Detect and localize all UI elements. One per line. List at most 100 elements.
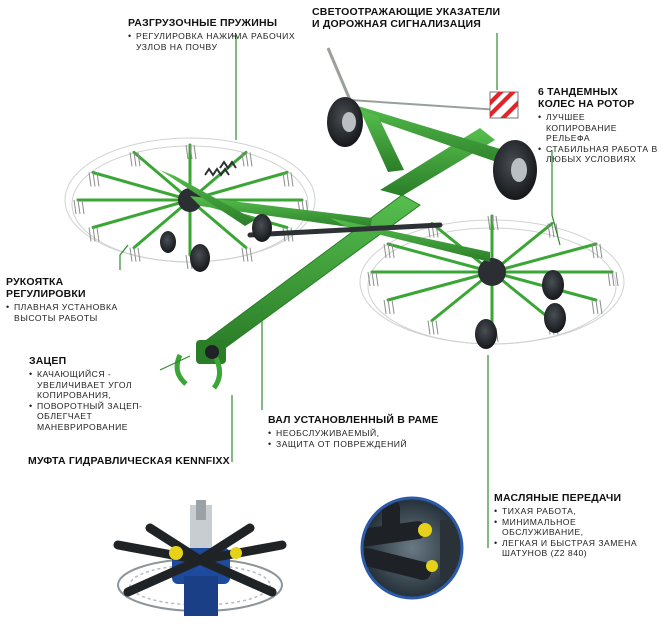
rotor-tandem-wheels [160, 214, 566, 349]
rotor-tine [249, 247, 253, 262]
rotor-tine [245, 152, 249, 167]
rotor-tine [547, 223, 551, 238]
rotor-arm [188, 198, 248, 250]
unloading-springs [204, 160, 237, 177]
callout-hitch-bullet: КАЧАЮЩИЙСЯ - УВЕЛИЧИВАЕТ УГОЛ КОПИРОВАНИ… [29, 369, 161, 401]
rotor-tine [595, 243, 599, 259]
leader-lines [119, 33, 561, 548]
rotor-tine [367, 271, 371, 287]
rotor-tine [241, 152, 245, 167]
callout-gears-title: МАСЛЯНЫЕ ПЕРЕДАЧИ [494, 492, 622, 504]
rotor-tine [81, 199, 85, 215]
callout-coupling-title: МУФТА ГИДРАВЛИЧЕСКАЯ KENNFIXX [28, 455, 230, 467]
rotor-tine [77, 199, 81, 215]
callout-springs-bullet: РЕГУЛИРОВКА НАЖИМА РАБОЧИХ УЗЛОВ НА ПОЧВ… [128, 31, 298, 52]
right-rotor-hub [478, 258, 506, 286]
leader-wheels [551, 150, 561, 246]
rotor-tine [611, 271, 615, 287]
rotor-tine [383, 299, 387, 315]
inset-tine-arm [195, 523, 255, 565]
rotor-tine [383, 243, 387, 259]
callout-shaft: ВАЛ УСТАНОВЛЕННЫЙ В РАМЕ НЕОБСЛУЖИВАЕМЫЙ… [268, 414, 468, 449]
callout-wheels: 6 ТАНДЕМНЫХ КОЛЕС НА РОТОР ЛУЧШЕЕ КОПИРО… [538, 86, 658, 165]
inset-tine-arm [195, 555, 277, 597]
rotor-tine [599, 299, 603, 315]
rotor-tine [92, 227, 96, 242]
callout-springs: РАЗГРУЗОЧНЫЕ ПРУЖИНЫ РЕГУЛИРОВКА НАЖИМА … [128, 17, 298, 52]
rotor-tine [88, 172, 92, 187]
rotor-tine [607, 271, 611, 287]
rotor-tine [133, 152, 137, 167]
rotor-tine [551, 223, 555, 238]
reflective-warning-sign [489, 91, 519, 119]
callout-hitch-title: ЗАЦЕП [29, 355, 67, 367]
rotor-tine [245, 247, 249, 262]
rotor-tine [487, 215, 491, 231]
callout-lights: СВЕТООТРАЖАЮЩИЕ УКАЗАТЕЛИ И ДОРОЖНАЯ СИГ… [312, 6, 502, 30]
callout-wheels-bullet: ЛУЧШЕЕ КОПИРОВАНИЕ РЕЛЬЕФА [538, 112, 658, 144]
rotor-tine [249, 152, 253, 167]
rotor-tine [599, 243, 603, 259]
callout-gears-bullet: ТИХАЯ РАБОТА, [494, 506, 660, 517]
rotor-tine [88, 227, 92, 242]
callout-handle-title: РУКОЯТКА РЕГУЛИРОВКИ [6, 276, 86, 300]
callout-hitch-bullet: ПОВОРОТНЫЙ ЗАЦЕП- ОБЛЕГЧАЕТ МАНЕВРИРОВАН… [29, 401, 161, 433]
rotor-tine [391, 243, 395, 259]
transport-wheels [327, 97, 537, 200]
rotor-tine [615, 271, 619, 287]
callout-gears-bullet: ЛЕГКАЯ И БЫСТРАЯ ЗАМЕНА ШАТУНОВ (Z2 840) [494, 538, 660, 559]
rotor-tine [129, 152, 133, 167]
rotor-tine [282, 172, 286, 187]
rotor-tine [286, 172, 290, 187]
rotor-arm [132, 150, 192, 202]
rotor-tine [129, 247, 133, 262]
callout-gears-bullet: МИНИМАЛЬНОЕ ОБСЛУЖИВАНИЕ, [494, 517, 660, 538]
leader-hitch [159, 355, 191, 371]
callout-shaft-bullet: НЕОБСЛУЖИВАЕМЫЙ, [268, 428, 468, 439]
rotor-tine [591, 243, 595, 259]
inset-circle-detail [360, 496, 464, 600]
rotor-tine [241, 247, 245, 262]
rotor-tine [96, 227, 100, 242]
callout-shaft-title: ВАЛ УСТАНОВЛЕННЫЙ В РАМЕ [268, 414, 439, 426]
rotor-tine [495, 215, 499, 231]
rotor-tine [137, 152, 141, 167]
left-rotor-hub [178, 188, 202, 212]
rotor-tine [375, 271, 379, 287]
rotor-tine [595, 299, 599, 315]
inset-tine-arm [145, 523, 205, 565]
rotor-tine [431, 320, 435, 335]
inset-tine-arm [123, 555, 205, 597]
rotor-arm [490, 242, 598, 274]
rotor-arm [386, 242, 494, 274]
left-rotor [64, 137, 316, 270]
rotor-tine [73, 199, 77, 215]
callout-handle-bullet: ПЛАВНАЯ УСТАНОВКА ВЫСОТЫ РАБОТЫ [6, 302, 124, 323]
rotor-tine [189, 144, 193, 160]
rotor-tine [290, 172, 294, 187]
rotor-tine [92, 172, 96, 187]
inset-hub-detail [100, 500, 290, 627]
inset-tine-arm [113, 540, 205, 565]
callout-coupling: МУФТА ГИДРАВЛИЧЕСКАЯ KENNFIXX [28, 455, 258, 467]
callout-shaft-bullet: ЗАЩИТА ОТ ПОВРЕЖДЕНИЙ [268, 439, 468, 450]
callout-hitch: ЗАЦЕП КАЧАЮЩИЙСЯ - УВЕЛИЧИВАЕТ УГОЛ КОПИ… [29, 355, 161, 432]
rotor-arm [386, 270, 494, 302]
rotor-tine [137, 247, 141, 262]
rotor-tine [185, 254, 189, 270]
rotor-tine [96, 172, 100, 187]
hitch-assembly [174, 340, 226, 390]
rotor-tine [435, 320, 439, 335]
rotor-tine [591, 299, 595, 315]
main-frame [160, 47, 520, 390]
rotor-tine [427, 320, 431, 335]
rotor-tine [371, 271, 375, 287]
rotor-tine [491, 215, 495, 231]
callout-springs-title: РАЗГРУЗОЧНЫЕ ПРУЖИНЫ [128, 17, 278, 29]
rotor-tine [387, 243, 391, 259]
rotor-tine [193, 144, 197, 160]
callout-lights-title: СВЕТООТРАЖАЮЩИЕ УКАЗАТЕЛИ И ДОРОЖНАЯ СИГ… [312, 6, 501, 30]
rotor-arm [91, 171, 192, 202]
rotor-arm [132, 198, 192, 250]
